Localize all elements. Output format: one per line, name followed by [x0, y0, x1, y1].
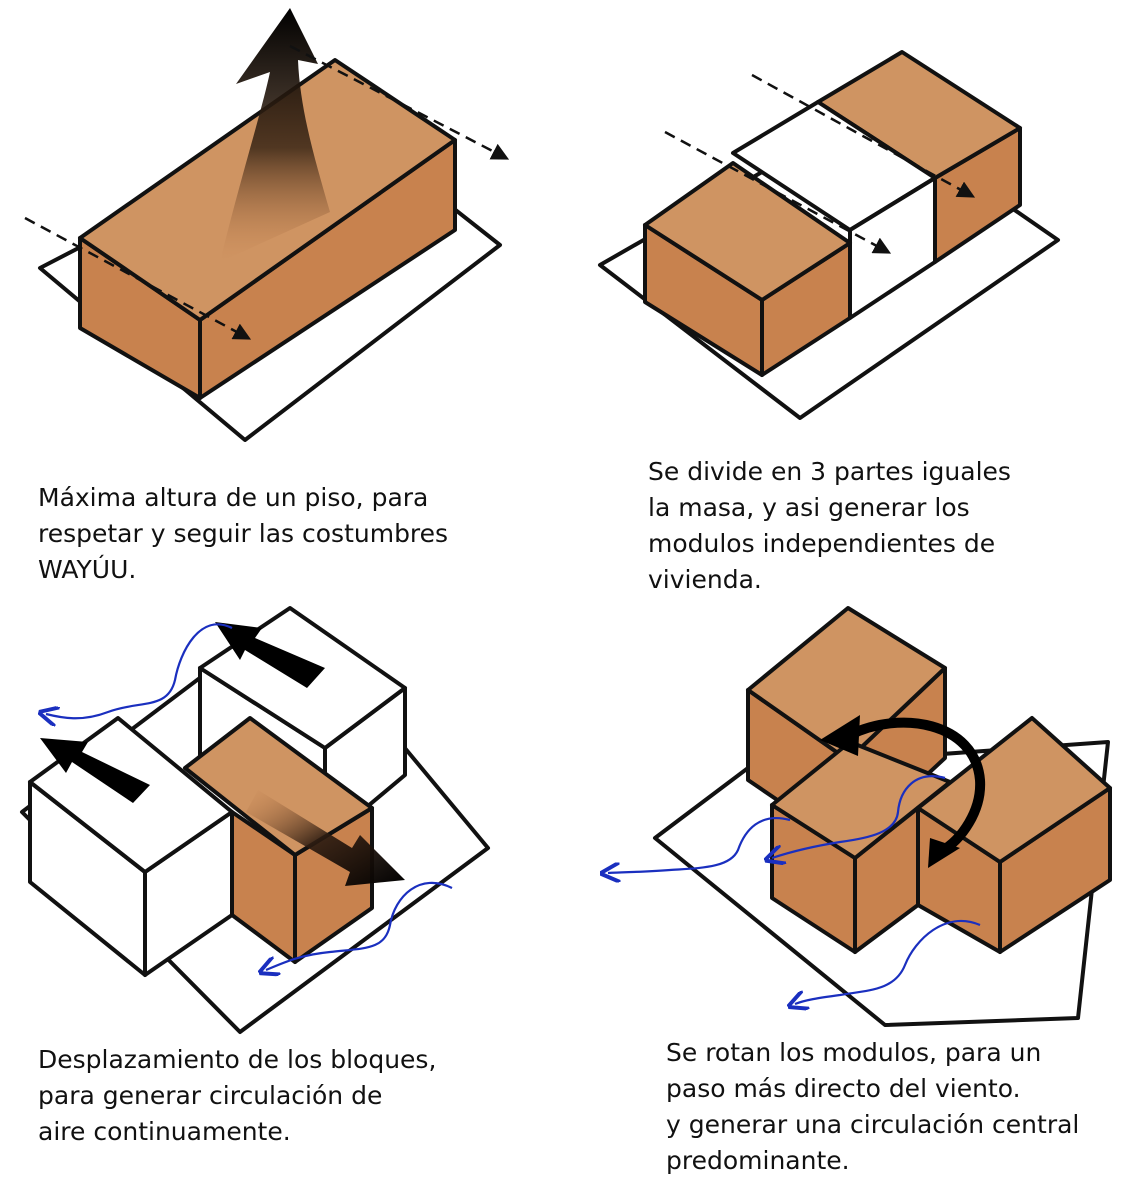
panel-1-height: [24, 8, 510, 442]
dashed-wind-arrow-icon: [24, 216, 252, 340]
panel-3-displace: [20, 606, 490, 1034]
caption-line: paso más directo del viento.: [666, 1074, 1021, 1103]
caption-line: respetar y seguir las costumbres: [38, 519, 449, 548]
blue-wind-arrow-icon: [608, 817, 791, 873]
black-arrow-icon: [40, 738, 150, 803]
dashed-wind-arrow-icon: [751, 73, 976, 198]
caption-displace: Desplazamiento de los bloques, para gene…: [38, 1042, 436, 1150]
panel-4-rotate: [608, 606, 1112, 1027]
caption-line: Se divide en 3 partes iguales: [648, 457, 1011, 486]
caption-line: modulos independientes de: [648, 529, 996, 558]
module-back-top-face: [746, 606, 947, 762]
dashed-wind-arrow-icon: [289, 44, 510, 160]
caption-line: Se rotan los modulos, para un: [666, 1038, 1042, 1067]
caption-line: WAYÚU.: [38, 555, 137, 584]
black-arrow-icon: [246, 790, 405, 886]
curved-rotation-arrow-head: [928, 838, 960, 868]
curved-rotation-arrow-head: [820, 715, 860, 756]
caption-line: vivienda.: [648, 565, 762, 594]
caption-line: para generar circulación de: [38, 1081, 383, 1110]
blue-wind-arrow-icon: [46, 623, 233, 718]
caption-line: predominante.: [666, 1146, 850, 1175]
block-middle-top-face: [183, 716, 374, 857]
caption-rotate: Se rotan los modulos, para un paso más d…: [666, 1035, 1079, 1179]
caption-line: la masa, y asi generar los: [648, 493, 970, 522]
upward-arrow-icon: [220, 8, 330, 262]
curved-rotation-arrow-icon: [845, 717, 986, 857]
blue-wind-arrow-icon: [795, 919, 981, 1004]
blue-wind-arrow-icon: [266, 881, 453, 970]
caption-line: Desplazamiento de los bloques,: [38, 1045, 437, 1074]
dashed-wind-arrow-icon: [664, 130, 892, 254]
caption-line: Máxima altura de un piso, para: [38, 483, 429, 512]
caption-line: y generar una circulación central: [666, 1110, 1080, 1139]
module-front-top-face: [643, 161, 852, 302]
caption-line: aire continuamente.: [38, 1117, 291, 1146]
blue-wind-arrow-icon: [772, 775, 946, 858]
panel-2-divide: [598, 50, 1060, 420]
caption-height: Máxima altura de un piso, para respetar …: [38, 480, 448, 588]
caption-divide: Se divide en 3 partes iguales la masa, y…: [648, 454, 1011, 598]
black-arrow-icon: [215, 622, 325, 688]
